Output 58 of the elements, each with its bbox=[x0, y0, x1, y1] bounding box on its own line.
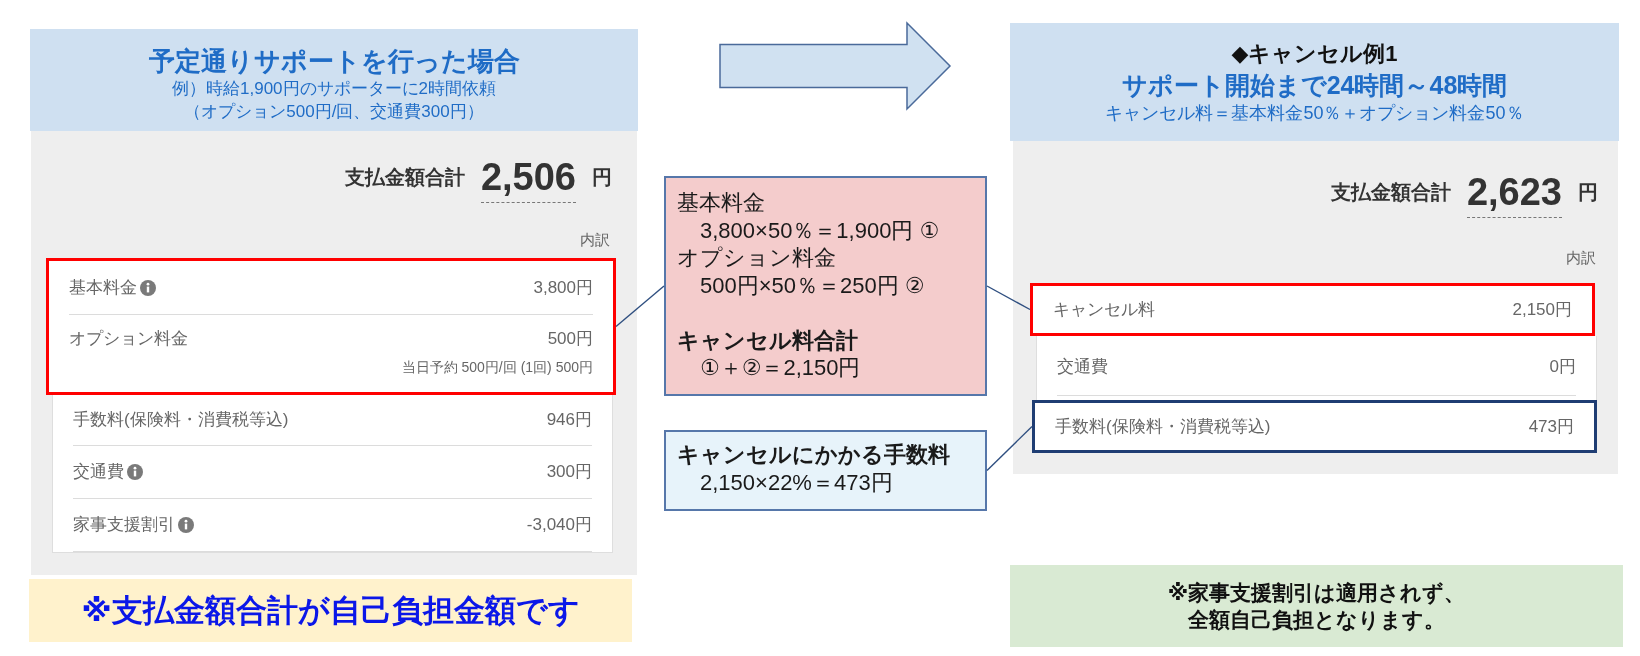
subheading-text: （オプション500円/回、交通費300円） bbox=[184, 101, 484, 123]
currency-unit: 円 bbox=[1578, 180, 1598, 205]
total-amount: 2,623 bbox=[1466, 172, 1562, 218]
total-amount: 2,506 bbox=[480, 157, 576, 203]
note-text: ※支払金額合計が自己負担金額です bbox=[81, 591, 580, 630]
row-value: 500円 bbox=[547, 328, 593, 350]
row-value: 3,800円 bbox=[533, 276, 593, 299]
row-value: 300円 bbox=[546, 461, 592, 483]
calc-line: 基本料金 bbox=[677, 189, 765, 217]
calculation-box bbox=[664, 176, 987, 396]
row-label: 基本料金 bbox=[69, 276, 137, 299]
calc-heading: キャンセル料合計 bbox=[677, 326, 858, 354]
summary-panel bbox=[31, 131, 637, 575]
row-label: オプション料金 bbox=[69, 328, 188, 350]
connector-line bbox=[615, 285, 665, 328]
block-arrow bbox=[719, 21, 952, 111]
row-label: 家事支援割引 bbox=[73, 514, 175, 536]
total-label: 支払金額合計 bbox=[1330, 180, 1451, 205]
breakdown-card bbox=[1036, 336, 1597, 400]
heading-text: サポート開始まで24時間～48時間 bbox=[1121, 70, 1508, 101]
row-value: 473円 bbox=[1528, 415, 1574, 438]
connector-line bbox=[986, 425, 1033, 472]
row-value: 0円 bbox=[1549, 356, 1576, 378]
row-value: 946円 bbox=[546, 409, 592, 431]
highlight-box bbox=[1032, 400, 1597, 453]
row-value: -3,040円 bbox=[526, 514, 592, 536]
summary-panel bbox=[1013, 141, 1618, 474]
row-label: 交通費 bbox=[1057, 356, 1108, 378]
currency-unit: 円 bbox=[592, 165, 612, 190]
row-label: 手数料(保険料・消費税等込) bbox=[73, 409, 289, 431]
heading-text: 予定通りサポートを行った場合 bbox=[148, 45, 520, 77]
note-text: ※家事支援割引は適用されず、全額自己負担となります。 bbox=[1166, 580, 1467, 633]
note-box bbox=[29, 579, 632, 642]
breakdown-card bbox=[52, 395, 613, 553]
header-band bbox=[1010, 23, 1619, 141]
highlight-box bbox=[46, 258, 616, 395]
calc-line: オプション料金 bbox=[677, 244, 836, 272]
subheading-text: 例）時給1,900円のサポーターに2時間依頼 bbox=[172, 78, 496, 100]
calc-line: 2,150×22%＝473円 bbox=[699, 468, 893, 496]
total-label: 支払金額合計 bbox=[344, 165, 465, 190]
header-band bbox=[30, 29, 638, 131]
row-note: 当日予約 500円/回 (1回) 500円 bbox=[401, 358, 593, 377]
row-label: 手数料(保険料・消費税等込) bbox=[1055, 415, 1271, 438]
row-label: 交通費 bbox=[73, 461, 124, 483]
highlight-box bbox=[1030, 283, 1595, 336]
calc-line: 500円×50％＝250円 ② bbox=[699, 271, 925, 299]
heading-text: ◆キャンセル例1 bbox=[1231, 40, 1398, 68]
breakdown-heading: 内訳 bbox=[580, 230, 610, 250]
connector-line bbox=[986, 285, 1031, 311]
row-label: キャンセル料 bbox=[1053, 298, 1155, 321]
calc-heading: キャンセルにかかる手数料 bbox=[677, 441, 950, 469]
row-value: 2,150円 bbox=[1512, 298, 1572, 321]
calc-line: 3,800×50％＝1,900円 ① bbox=[699, 216, 940, 244]
calc-line: ①＋②＝2,150円 bbox=[699, 354, 861, 382]
calculation-box bbox=[664, 430, 987, 511]
breakdown-heading: 内訳 bbox=[1566, 248, 1596, 268]
subheading-text: キャンセル料＝基本料金50％＋オプション料金50％ bbox=[1105, 102, 1524, 125]
note-box bbox=[1010, 565, 1623, 647]
